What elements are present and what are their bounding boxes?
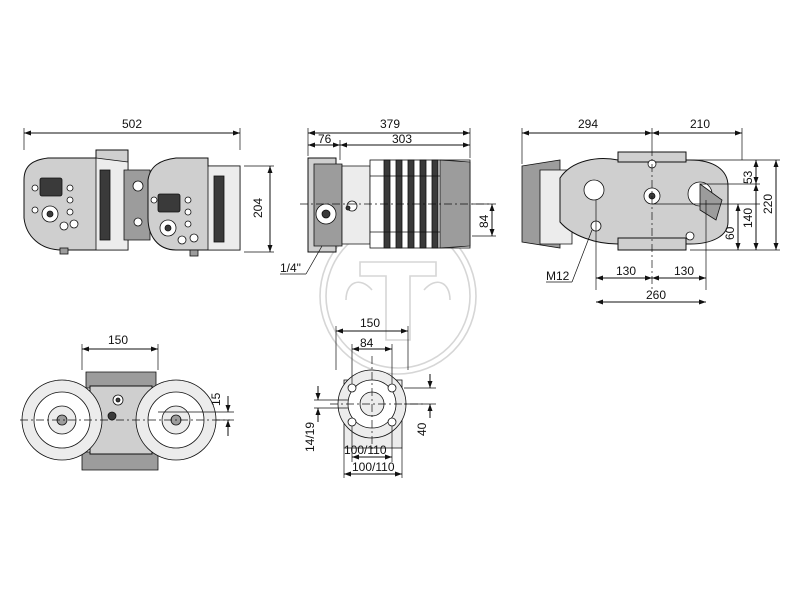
dim-flange-width: 150	[360, 316, 380, 330]
dim-flange-pcd1: 100/110	[344, 443, 387, 457]
dim-right-b260: 260	[646, 288, 666, 302]
dim-right-h60: 60	[723, 226, 737, 240]
dim-side-offset: 84	[477, 214, 491, 228]
top-view: 150 15	[20, 333, 234, 471]
dim-side-flange: 76	[318, 132, 332, 146]
side-view: 379 303 76 84 1/4"	[280, 117, 496, 275]
dim-right-b130a: 130	[616, 264, 636, 278]
dim-flange-pcd2: 100/110	[352, 460, 395, 474]
dim-right-b130b: 130	[674, 264, 694, 278]
label-bolt: M12	[546, 269, 570, 283]
dim-right-h140: 140	[741, 208, 755, 228]
flange-view: 150 84 14/19 40 100/110 100/110	[303, 316, 436, 478]
dim-front-width: 502	[122, 117, 142, 131]
dim-flange-inner: 84	[360, 336, 374, 350]
dim-side-motor: 303	[392, 132, 412, 146]
dim-top-offset: 15	[209, 392, 223, 406]
dim-front-height: 204	[251, 198, 265, 218]
dim-flange-height: 40	[415, 422, 429, 436]
front-view: 502 204	[23, 117, 274, 257]
right-view: 294 210 53 140 220 60 M12 130 130 260	[521, 117, 780, 305]
dim-right-left: 294	[578, 117, 598, 131]
dim-top-width: 150	[108, 333, 128, 347]
dim-right-right: 210	[690, 117, 710, 131]
dim-side-length: 379	[380, 117, 400, 131]
dim-right-h53: 53	[741, 170, 755, 184]
dim-flange-holes: 14/19	[303, 422, 317, 452]
label-thread: 1/4"	[280, 261, 301, 275]
dim-right-h220: 220	[761, 194, 775, 214]
